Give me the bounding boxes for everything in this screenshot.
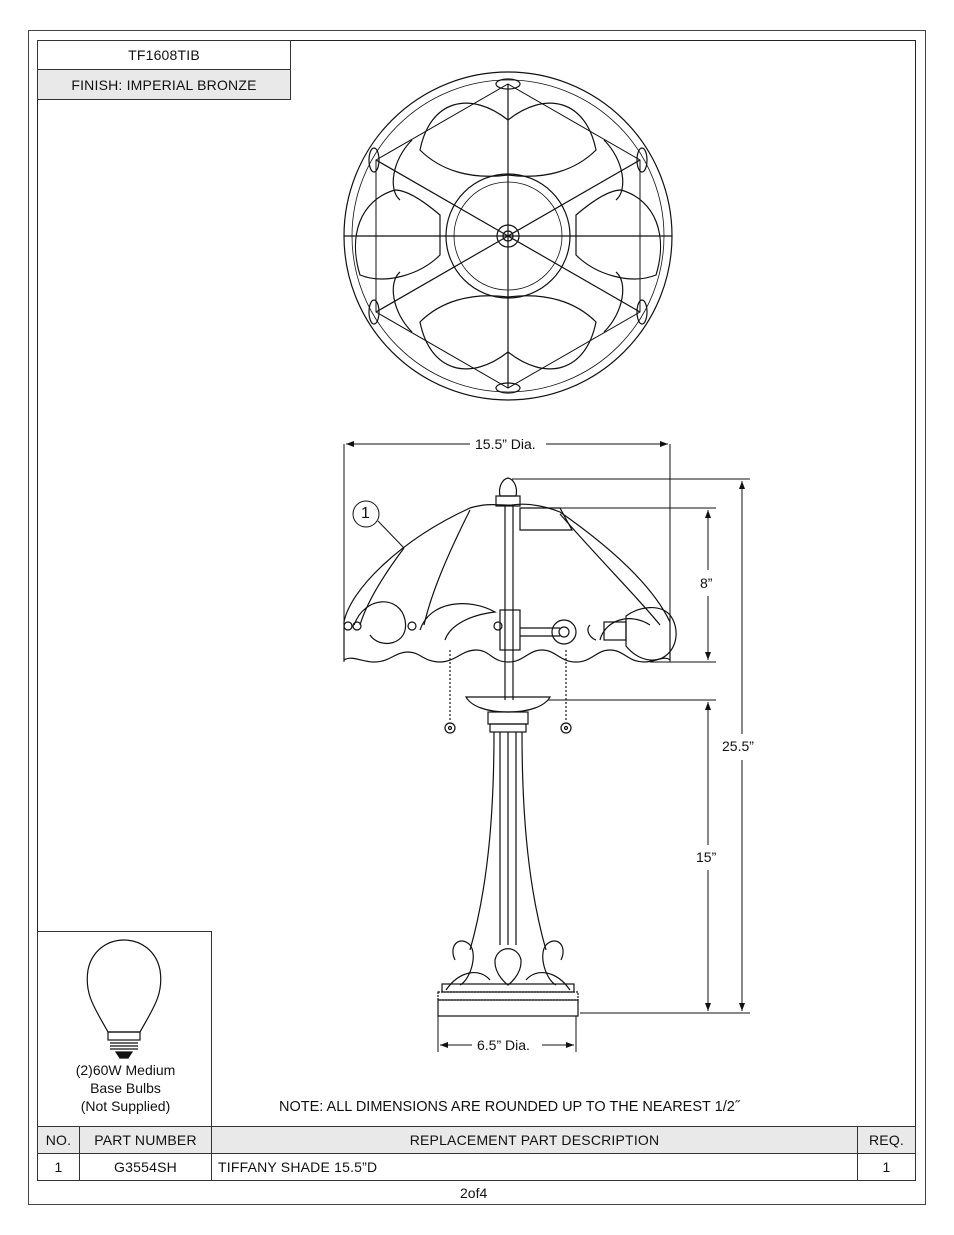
callout-number: 1: [361, 505, 370, 522]
dimension-note: NOTE: ALL DIMENSIONS ARE ROUNDED UP TO T…: [279, 1099, 740, 1115]
bulb-line-3: (Not Supplied): [80, 1098, 171, 1114]
shade-diameter-label: 15.5” Dia.: [473, 436, 538, 452]
header-description: REPLACEMENT PART DESCRIPTION: [211, 1126, 858, 1154]
overall-height-label: 25.5”: [722, 738, 754, 754]
shade-height-label: 8”: [700, 575, 713, 591]
header-part-number: PART NUMBER: [79, 1126, 212, 1154]
lamp-side-view: [343, 477, 677, 1017]
row-1-part-number: G3554SH: [79, 1153, 212, 1181]
row-1-req: 1: [857, 1153, 916, 1181]
base-height-label: 15”: [696, 849, 717, 865]
dimension-lines: [343, 441, 750, 1052]
row-1-description: TIFFANY SHADE 15.5”D: [211, 1153, 858, 1181]
page-number: 2of4: [460, 1185, 488, 1201]
sheet-border: [28, 30, 926, 1205]
bulb-line-1: (2)60W Medium: [75, 1062, 176, 1078]
bulb-info-box: (2)60W Medium Base Bulbs (Not Supplied): [37, 931, 212, 1127]
bulb-illustration: [86, 939, 162, 1059]
header-req: REQ.: [857, 1126, 916, 1154]
base-diameter-label: 6.5” Dia.: [475, 1037, 532, 1053]
finish-label: FINISH: IMPERIAL BRONZE: [37, 69, 291, 100]
header-no: NO.: [37, 1126, 80, 1154]
model-number: TF1608TIB: [37, 40, 291, 70]
row-1-no: 1: [37, 1153, 80, 1181]
bulb-line-2: Base Bulbs: [90, 1080, 161, 1096]
shade-top-view: [343, 71, 673, 401]
